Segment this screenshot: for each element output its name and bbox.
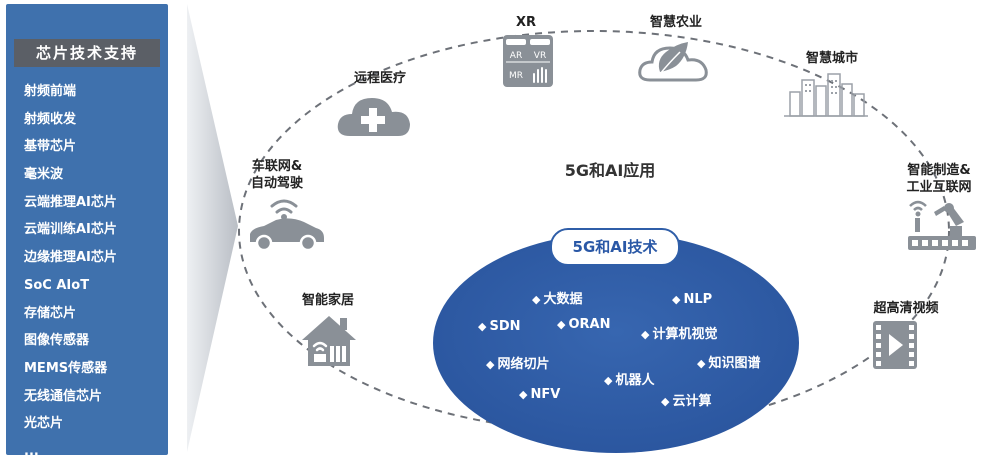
chip-item: 图像传感器 bbox=[24, 333, 90, 349]
diamond-icon: ◆ bbox=[519, 388, 528, 401]
xr-ar-text: AR bbox=[510, 51, 522, 61]
chip-support-panel: 芯片技术支持 射频前端 射频收发 基带芯片 毫米波 云端推理AI芯片 云端训练A… bbox=[6, 4, 168, 459]
xr-label: XR bbox=[515, 15, 537, 30]
chip-item: ... bbox=[24, 443, 39, 459]
manufacturing-label: 智能制造& 工业互联网 bbox=[906, 163, 972, 195]
chip-item: 云端推理AI芯片 bbox=[24, 194, 117, 210]
diamond-icon: ◆ bbox=[661, 395, 670, 408]
connected-car-icon bbox=[250, 199, 324, 252]
telemedicine-label: 远程医疗 bbox=[353, 71, 406, 86]
chip-support-title: 芯片技术支持 bbox=[14, 39, 160, 67]
tech-oran: ◆ORAN bbox=[557, 317, 611, 332]
chip-item: 毫米波 bbox=[24, 167, 64, 183]
tech-cloud-computing: ◆云计算 bbox=[661, 394, 712, 409]
diamond-icon: ◆ bbox=[697, 357, 706, 370]
diamond-icon: ◆ bbox=[604, 374, 613, 387]
smart-home-icon bbox=[302, 316, 356, 366]
application-title: 5G和AI应用 bbox=[564, 161, 656, 180]
diamond-icon: ◆ bbox=[641, 328, 650, 341]
tech-robot: ◆机器人 bbox=[604, 373, 655, 388]
tech-nlp: ◆NLP bbox=[672, 292, 713, 307]
chip-item: 无线通信芯片 bbox=[24, 388, 103, 404]
diamond-icon: ◆ bbox=[672, 293, 681, 306]
chip-item: 边缘推理AI芯片 bbox=[24, 250, 117, 266]
chip-item: 基带芯片 bbox=[24, 139, 77, 155]
diamond-icon: ◆ bbox=[557, 318, 566, 331]
technology-ellipse bbox=[433, 233, 799, 453]
vehicle-label: 车联网& 自动驾驶 bbox=[250, 159, 303, 191]
tech-nfv: ◆NFV bbox=[519, 387, 561, 402]
technology-title: 5G和AI技术 bbox=[550, 228, 680, 266]
chip-item: MEMS传感器 bbox=[24, 360, 108, 376]
chip-item: 云端训练AI芯片 bbox=[24, 222, 117, 238]
medical-cloud-icon bbox=[337, 98, 410, 136]
tech-computer-vision: ◆计算机视觉 bbox=[641, 327, 718, 342]
tech-big-data: ◆大数据 bbox=[532, 292, 583, 307]
diamond-icon: ◆ bbox=[486, 358, 495, 371]
chip-item: 射频收发 bbox=[24, 111, 77, 127]
chip-item: 光芯片 bbox=[24, 416, 64, 432]
xr-icon: AR VR MR bbox=[503, 35, 553, 87]
diamond-icon: ◆ bbox=[478, 320, 487, 333]
robot-arm-icon bbox=[908, 200, 976, 250]
chip-list: 射频前端 射频收发 基带芯片 毫米波 云端推理AI芯片 云端训练AI芯片 边缘推… bbox=[24, 78, 117, 466]
video-film-icon bbox=[873, 321, 917, 369]
xr-mr-text: MR bbox=[509, 71, 523, 81]
cloud-leaf-icon bbox=[638, 42, 708, 82]
tech-knowledge-graph: ◆知识图谱 bbox=[697, 356, 761, 371]
tech-network-slicing: ◆网络切片 bbox=[486, 357, 550, 372]
xr-vr-text: VR bbox=[534, 51, 546, 61]
home-label: 智能家居 bbox=[301, 293, 354, 308]
video-label: 超高清视频 bbox=[873, 301, 939, 316]
chip-item: 射频前端 bbox=[24, 84, 77, 99]
city-label: 智慧城市 bbox=[805, 51, 858, 66]
diamond-icon: ◆ bbox=[532, 293, 541, 306]
chip-item: 存储芯片 bbox=[24, 305, 77, 321]
chip-item: SoC AIoT bbox=[24, 277, 90, 293]
city-skyline-icon bbox=[784, 73, 868, 117]
tech-sdn: ◆SDN bbox=[478, 319, 521, 334]
agriculture-label: 智慧农业 bbox=[649, 15, 702, 30]
flow-arrow bbox=[187, 4, 238, 452]
